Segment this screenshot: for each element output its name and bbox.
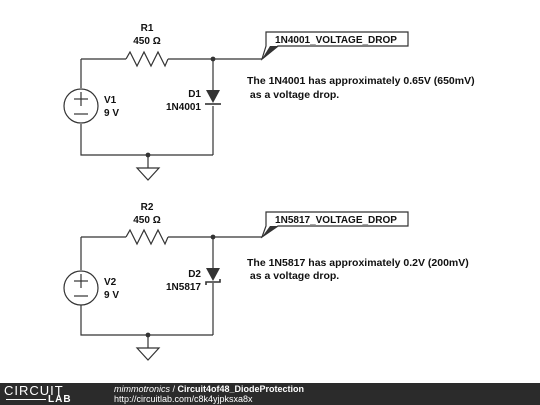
net-label-flag-1[interactable] xyxy=(260,31,409,61)
resistor-r1[interactable] xyxy=(125,50,169,68)
resistor-r2[interactable] xyxy=(125,228,169,246)
circuit-meta: mimmotronics / Circuit4of48_DiodeProtect… xyxy=(114,384,304,404)
source-value-2: 9 V xyxy=(104,290,119,301)
author-name[interactable]: mimmotronics xyxy=(114,384,171,394)
voltage-source-v2[interactable] xyxy=(63,270,99,306)
junction-dot xyxy=(145,332,151,338)
voltage-source-v1[interactable] xyxy=(63,88,99,124)
resistor-value-1: 450 Ω xyxy=(133,36,160,47)
footer-bar: CIRCUIT LAB mimmotronics / Circuit4of48_… xyxy=(0,383,540,405)
source-ref-1: V1 xyxy=(104,95,117,106)
ground-symbol xyxy=(135,167,161,181)
circuit-1: R1 450 Ω V1 9 V D1 1N4001 1N4001_VOLTAGE… xyxy=(63,23,475,181)
circuitlab-logo[interactable]: CIRCUIT LAB xyxy=(4,383,108,405)
logo-trace-icon xyxy=(6,399,46,400)
net-label-flag-2[interactable] xyxy=(260,211,409,239)
note-line-2a: The 1N5817 has approximately 0.2V (200mV… xyxy=(247,257,469,269)
circuit-2: R2 450 Ω V2 9 V D2 1N5817 1N5817_VOLTAGE… xyxy=(63,202,469,361)
path-separator: / xyxy=(170,384,178,394)
junction-dot xyxy=(145,152,151,158)
logo-text-bottom: LAB xyxy=(48,394,72,405)
diode-part-1: 1N4001 xyxy=(166,102,201,113)
diode-d1[interactable] xyxy=(205,90,221,105)
resistor-ref-2: R2 xyxy=(141,202,154,213)
note-line-1b: as a voltage drop. xyxy=(247,89,339,101)
junction-dot xyxy=(210,56,216,62)
diode-ref-2: D2 xyxy=(188,269,201,280)
source-ref-2: V2 xyxy=(104,277,117,288)
resistor-ref-1: R1 xyxy=(141,23,154,34)
ground-symbol xyxy=(135,347,161,361)
net-label-2: 1N5817_VOLTAGE_DROP xyxy=(275,215,397,226)
diode-ref-1: D1 xyxy=(188,89,201,100)
schottky-diode-d2[interactable] xyxy=(205,268,221,285)
circuit-title[interactable]: Circuit4of48_DiodeProtection xyxy=(177,384,305,394)
diode-part-2: 1N5817 xyxy=(166,282,201,293)
resistor-value-2: 450 Ω xyxy=(133,215,160,226)
source-value-1: 9 V xyxy=(104,108,119,119)
note-line-1a: The 1N4001 has approximately 0.65V (650m… xyxy=(247,75,475,87)
net-label-1: 1N4001_VOLTAGE_DROP xyxy=(275,35,397,46)
logo-text-top: CIRCUIT xyxy=(4,383,64,398)
junction-dot xyxy=(210,234,216,240)
note-line-2b: as a voltage drop. xyxy=(247,270,339,282)
schematic-canvas: R1 450 Ω V1 9 V D1 1N4001 1N4001_VOLTAGE… xyxy=(63,23,475,361)
circuit-url[interactable]: http://circuitlab.com/c8k4yjpksxa8x xyxy=(114,394,253,404)
